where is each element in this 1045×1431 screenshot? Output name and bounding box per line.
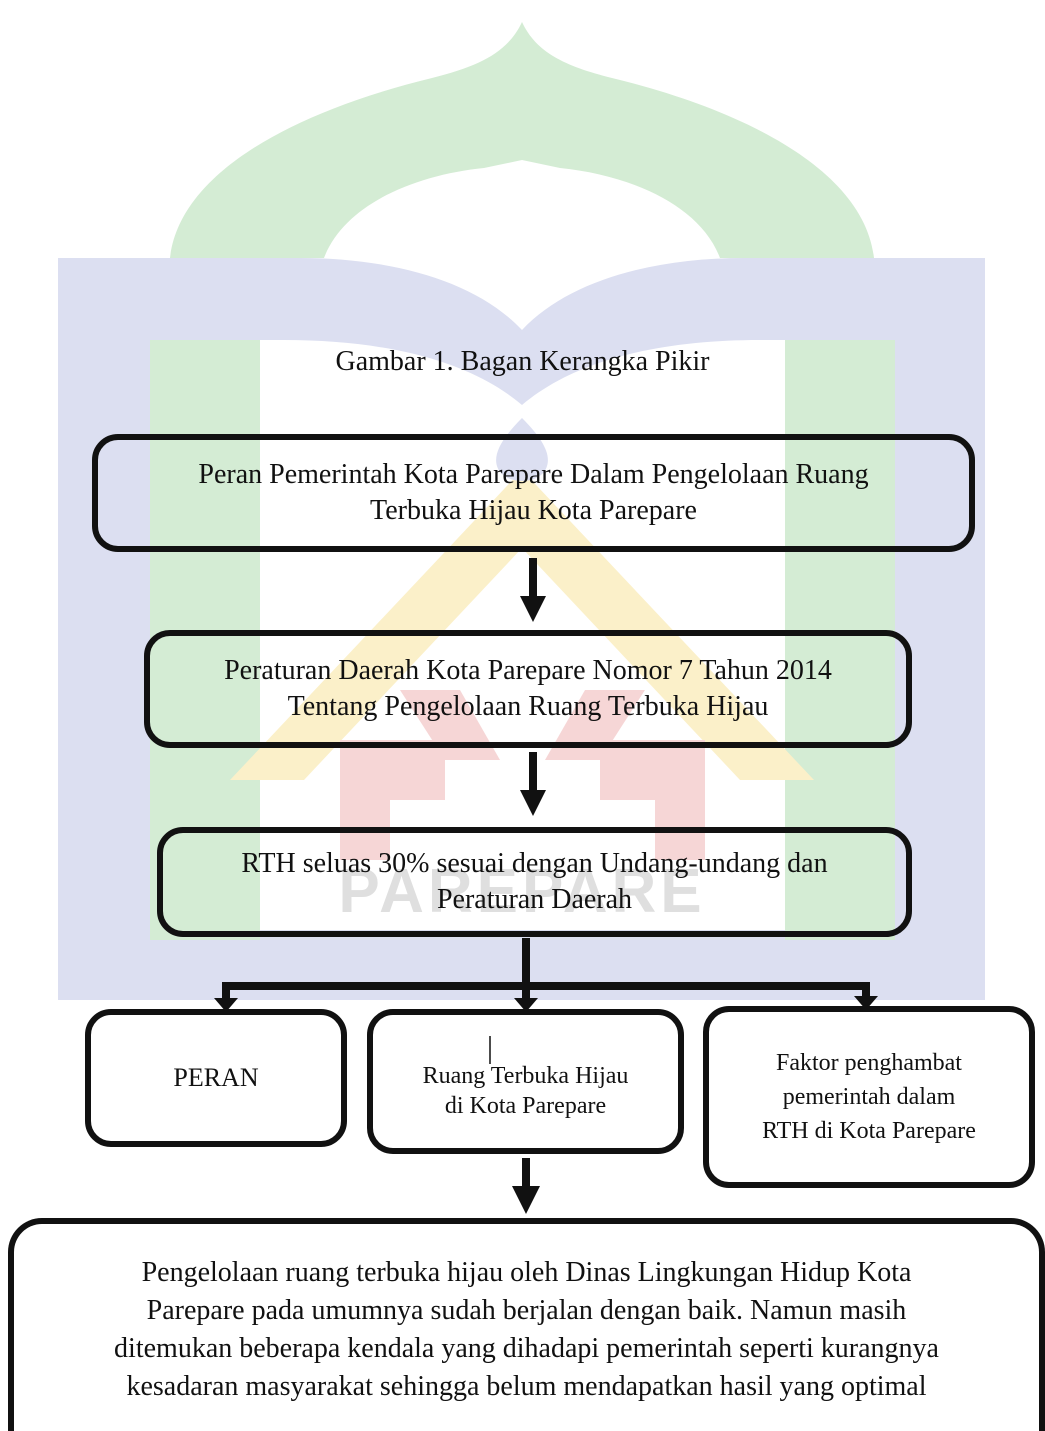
figure-caption: Gambar 1. Bagan Kerangka Pikir xyxy=(335,346,710,377)
box-text-line: Parepare pada umumnya sudah berjalan den… xyxy=(146,1295,907,1326)
drop-shape xyxy=(496,418,548,481)
blue-drop-watermark xyxy=(496,418,548,481)
watermark-wordmark: PAREPARE xyxy=(338,857,705,926)
dome-watermark xyxy=(170,22,874,258)
book-frame-shape xyxy=(58,258,985,1000)
box-rth-city-text: Ruang Terbuka Hijau di Kota Parepare xyxy=(423,1061,629,1121)
box-regional-regulation-text: Peraturan Daerah Kota Parepare Nomor 7 T… xyxy=(224,653,832,725)
box-text-line: kesadaran masyarakat sehingga belum mend… xyxy=(126,1371,927,1402)
house-roof-watermark xyxy=(230,470,814,780)
box-inhibiting-factors-text: Faktor penghambat pemerintah dalam RTH d… xyxy=(762,1046,976,1148)
dome-shape xyxy=(170,22,874,258)
box-conclusion-text: Pengelolaan ruang terbuka hijau oleh Din… xyxy=(114,1254,939,1406)
box-text-line: ditemukan beberapa kendala yang dihadapi… xyxy=(114,1333,939,1364)
box-government-role-text: Peran Pemerintah Kota Parepare Dalam Pen… xyxy=(198,457,868,529)
box-regional-regulation: Peraturan Daerah Kota Parepare Nomor 7 T… xyxy=(144,630,912,748)
box-text-line: Terbuka Hijau Kota Parepare xyxy=(370,495,697,526)
box-text-line: RTH seluas 30% sesuai dengan Undang-unda… xyxy=(241,848,828,879)
box-text-line: RTH di Kota Parepare xyxy=(762,1118,976,1144)
box-text-line: Peraturan Daerah xyxy=(436,884,633,915)
box-government-role: Peran Pemerintah Kota Parepare Dalam Pen… xyxy=(92,434,975,552)
box-text-line: Faktor penghambat xyxy=(776,1050,962,1076)
box-text-line: di Kota Parepare xyxy=(444,1093,607,1119)
box-rth-city: Ruang Terbuka Hijau di Kota Parepare xyxy=(367,1009,684,1154)
box-text-line: pemerintah dalam xyxy=(782,1084,956,1110)
right-pillar xyxy=(785,340,895,940)
box-text-line: Ruang Terbuka Hijau xyxy=(422,1063,629,1089)
box-conclusion: Pengelolaan ruang terbuka hijau oleh Din… xyxy=(8,1218,1045,1431)
box-text-line: Tentang Pengelolaan Ruang Terbuka Hijau xyxy=(287,691,769,722)
box-text-line: PERAN xyxy=(173,1063,259,1092)
box-text-line: Pengelolaan ruang terbuka hijau oleh Din… xyxy=(141,1257,912,1288)
box-rth-area-text: RTH seluas 30% sesuai dengan Undang-unda… xyxy=(241,846,827,918)
box-inhibiting-factors: Faktor penghambat pemerintah dalam RTH d… xyxy=(703,1006,1035,1188)
roof-shape xyxy=(230,470,814,780)
box-peran: PERAN xyxy=(85,1009,347,1147)
box-text-line: Peran Pemerintah Kota Parepare Dalam Pen… xyxy=(198,459,869,490)
book-frame-watermark xyxy=(58,258,985,1000)
box-text-line: Peraturan Daerah Kota Parepare Nomor 7 T… xyxy=(224,655,832,686)
box-rth-area: RTH seluas 30% sesuai dengan Undang-unda… xyxy=(157,827,912,937)
